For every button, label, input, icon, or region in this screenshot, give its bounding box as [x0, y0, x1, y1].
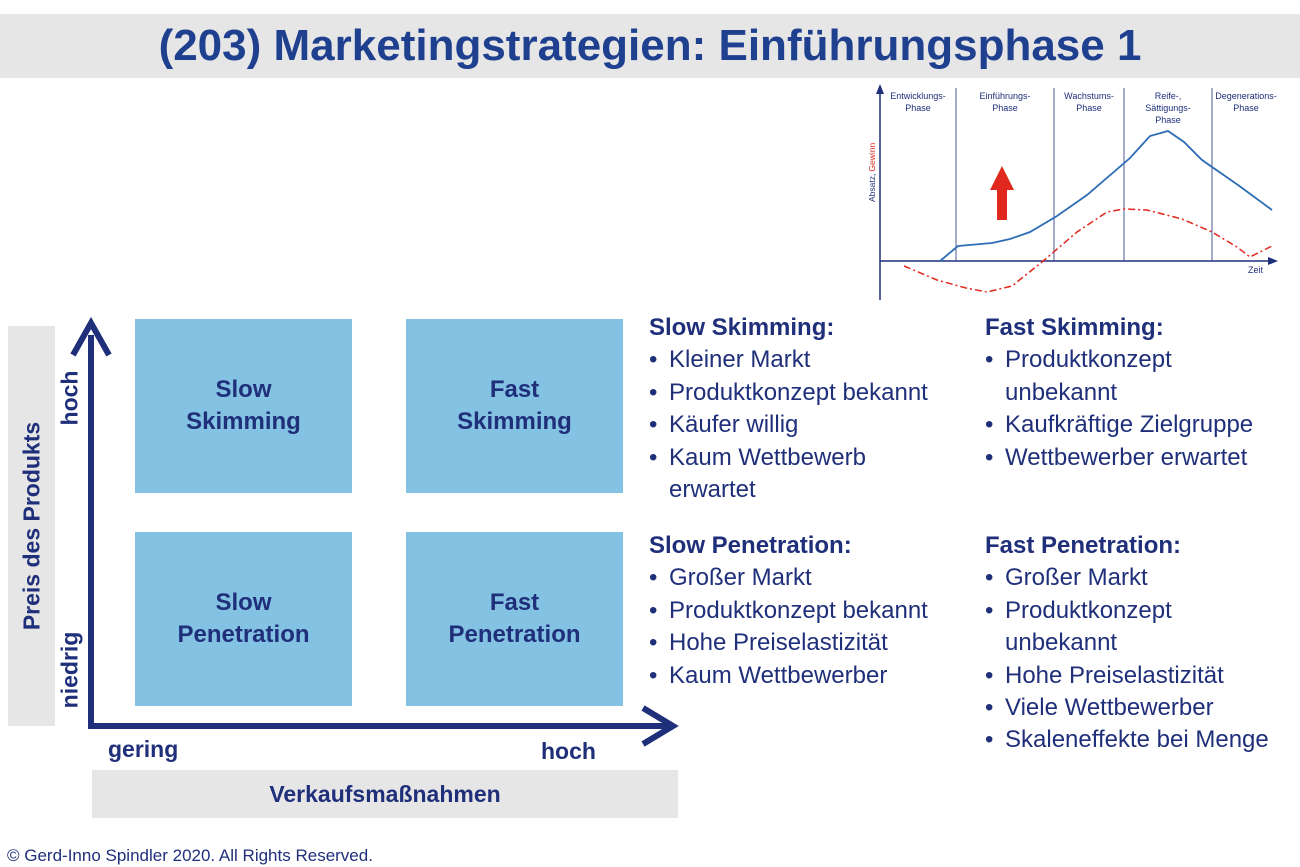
x-axis-band: Verkaufsmaßnahmen	[92, 770, 678, 818]
phase-label: Degenerations-Phase	[1215, 91, 1277, 113]
x-axis-high-label: hoch	[541, 738, 596, 764]
strategy-bullets: Großer Markt Produktkonzept bekannt Hohe…	[649, 562, 979, 692]
bullet-item: Großer Markt	[985, 562, 1297, 595]
box-label-line: Fast	[489, 376, 540, 403]
bullet-item: Großer Markt	[649, 562, 979, 595]
y-axis-low-label: niedrig	[56, 631, 83, 709]
box-label-line: Skimming	[186, 408, 301, 435]
bullet-item: Produktkonzept unbekannt	[985, 344, 1205, 409]
strategy-heading: Fast Penetration:	[985, 532, 1182, 559]
lifecycle-x-label: Zeit	[1248, 265, 1264, 275]
strategy-heading: Fast Skimming:	[985, 314, 1164, 341]
phase-label: Wachstums-Phase	[1064, 91, 1114, 113]
box-label-line: Slow	[215, 376, 272, 403]
profit-curve	[903, 208, 1273, 293]
phase-dividers	[955, 88, 1213, 261]
lifecycle-chart: Entwicklungs-Phase Einführungs-Phase Wachs…	[867, 84, 1278, 300]
bullet-item: Hohe Preiselastizität	[985, 660, 1297, 693]
lifecycle-x-arrowhead	[1268, 257, 1278, 265]
box-label-line: Slow	[215, 589, 272, 616]
copyright-notice: © Gerd-Inno Spindler 2020. All Rights Re…	[7, 846, 373, 865]
matrix-axes	[70, 316, 679, 747]
page-title: (203) Marketingstrategien: Einführungsph…	[158, 21, 1142, 70]
bullet-item: Kleiner Markt	[649, 344, 979, 377]
strategy-bullets: Großer Markt Produktkonzept unbekannt Ho…	[985, 562, 1297, 757]
title-bar: (203) Marketingstrategien: Einführungsph…	[0, 14, 1300, 78]
bullet-item: Wettbewerber erwartet	[985, 442, 1295, 475]
strategy-fast-penetration: Fast Penetration: Großer Markt Produktko…	[985, 530, 1297, 757]
lifecycle-y-label: Absatz,Gewinn	[867, 143, 877, 202]
strategy-heading: Slow Skimming:	[649, 314, 835, 341]
bullet-item: Produktkonzept unbekannt	[985, 595, 1205, 660]
sales-curve	[939, 130, 1273, 262]
strategy-fast-skimming: Fast Skimming: Produktkonzept unbekannt …	[985, 312, 1295, 474]
y-axis-high-label: hoch	[56, 370, 83, 426]
x-axis-label: Verkaufsmaßnahmen	[269, 780, 501, 807]
bullet-item: Hohe Preiselastizität	[649, 627, 979, 660]
bullet-item: Viele Wettbewerber	[985, 692, 1297, 725]
bullet-item: Skaleneffekte bei Menge	[985, 724, 1297, 757]
bullet-item: Käufer willig	[649, 409, 979, 442]
phase-label: Einführungs-Phase	[979, 91, 1030, 113]
lifecycle-y-arrowhead	[876, 84, 884, 94]
x-axis-arrowhead	[641, 705, 679, 747]
bullet-item: Produktkonzept bekannt	[649, 595, 979, 628]
x-axis-low-label: gering	[108, 736, 179, 762]
strategy-slow-penetration: Slow Penetration: Großer Markt Produktko…	[649, 530, 979, 692]
phase-labels: Entwicklungs-Phase Einführungs-Phase Wachs…	[890, 91, 1277, 125]
box-label-line: Penetration	[177, 621, 310, 648]
bullet-item: Produktkonzept bekannt	[649, 377, 979, 410]
y-axis-band	[8, 326, 55, 726]
box-label-line: Fast	[489, 589, 540, 616]
strategy-slow-skimming: Slow Skimming: Kleiner Markt Produktkonz…	[649, 312, 979, 506]
bullet-item: Kaum Wettbewerb erwartet	[649, 442, 909, 507]
strategy-bullets: Kleiner Markt Produktkonzept bekannt Käu…	[649, 344, 979, 506]
strategy-bullets: Produktkonzept unbekannt Kaufkräftige Zi…	[985, 344, 1295, 474]
up-arrow-icon	[990, 166, 1014, 220]
y-axis-arrowhead	[70, 316, 112, 357]
phase-label: Reife-,Sättigungs-Phase	[1145, 91, 1191, 125]
box-label-line: Penetration	[448, 621, 581, 648]
strategy-heading: Slow Penetration:	[649, 532, 852, 559]
box-label-line: Skimming	[457, 408, 572, 435]
bullet-item: Kaum Wettbewerber	[649, 660, 979, 693]
phase-label: Entwicklungs-Phase	[890, 91, 946, 113]
bullet-item: Kaufkräftige Zielgruppe	[985, 409, 1295, 442]
y-axis-label: Preis des Produkts	[18, 421, 45, 631]
